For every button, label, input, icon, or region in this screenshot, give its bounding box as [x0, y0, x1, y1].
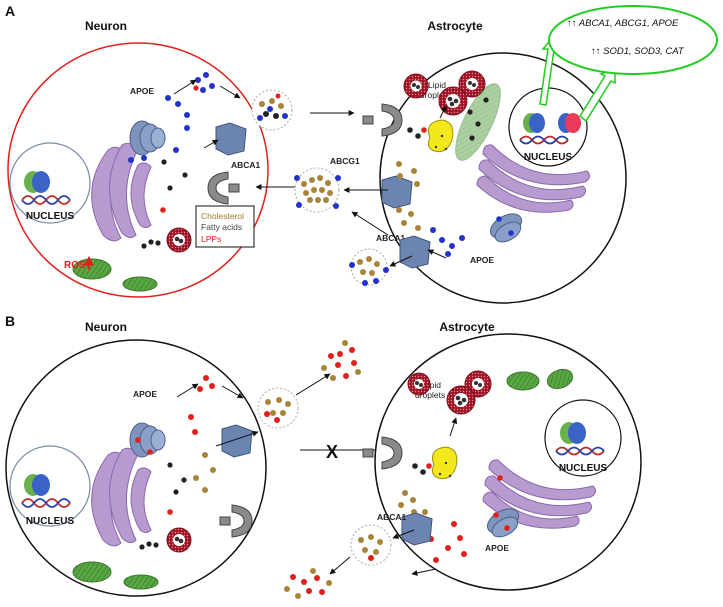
panel-a-gene-expression-box: ↑↑ ABCA1, ABCG1, APOE ↑↑ SOD1, SOD3, CAT	[548, 5, 718, 75]
panel-a-lipid-droplets-label-2: droplets	[420, 90, 450, 100]
panel-b-apoe-arrow	[176, 383, 199, 398]
panel-b-astrocyte-apoe-label: APOE	[485, 543, 509, 553]
panel-b-astrocyte-golgi	[486, 475, 520, 538]
panel-b-neuron-nucleus-label: NUCLEUS	[26, 516, 75, 527]
panel-b-astrocyte-membrane	[374, 333, 642, 591]
panel-b-blocked-mark: X	[326, 442, 338, 462]
panel-a-astrocyte-apoe-arrow	[427, 249, 447, 259]
panel-b-neuron-abca1-transporter	[221, 424, 253, 458]
panel-a-upregulation-arrow-2	[579, 67, 616, 123]
panel-b-astrocyte-lipid-droplets	[407, 370, 492, 415]
panel-a-lipid-droplets-label-1: Lipid	[428, 80, 446, 90]
panel-a-abcg1-lipoprotein-particle	[294, 167, 341, 213]
panel-b-letter: B	[5, 313, 15, 329]
panel-a-astrocyte-title: Astrocyte	[427, 19, 483, 33]
panel-b-astrocyte-abca1-label: ABCA1	[377, 512, 407, 522]
gene-box-line-1: ↑↑ ABCA1, ABCG1, APOE	[567, 18, 679, 29]
panel-a-abca1-efflux-arrow	[389, 255, 413, 267]
panel-a-astrocyte-abca1-label: ABCA1	[376, 233, 406, 243]
panel-a-astrocyte-abca1-transporter	[399, 235, 431, 269]
panel-b-astrocyte-receptor	[362, 436, 403, 470]
panel-b-neuron-golgi	[129, 422, 166, 458]
panel-a-neuron-title: Neuron	[85, 19, 127, 33]
panel-b-astrocyte-lysosome	[431, 446, 458, 480]
panel-a-lipoprotein-particle	[251, 89, 293, 131]
panel-a-astrocyte-nucleus: NUCLEUS	[508, 87, 588, 167]
panel-a-astrocyte-lysosome	[427, 119, 454, 153]
panel-b-neuron-membrane	[5, 339, 267, 597]
panel-b-neuron-particles	[139, 375, 216, 550]
panel-b-lipid-droplets-label-2: droplets	[415, 390, 445, 400]
panel-b-lysosome-to-droplet-arrow	[449, 417, 458, 437]
panel-b-apoe-efflux-arrow	[411, 568, 437, 576]
panel-b-lpp-release-arrow-bottom	[329, 556, 351, 575]
panel-b-astrocyte-abca1-transporter	[401, 512, 433, 546]
panel-a-apoe-arrow	[173, 79, 197, 95]
panel-b-astrocyte-mitochondria	[506, 368, 574, 391]
panel-a-neuron-membrane	[7, 42, 269, 298]
panel-b-neuron-mitochondrion-1	[72, 561, 112, 583]
panel-a-astrocyte-mitochondrion	[455, 83, 501, 161]
panel-a-abca1-to-abcg1-arrow	[351, 211, 389, 236]
panel-a-neuron-lipid-droplet	[166, 227, 192, 253]
panel-a-neuron-apoe-label: APOE	[130, 86, 154, 96]
panel-a-astrocyte-abcg1-transporter	[381, 175, 413, 209]
panel-b-neuron-lipid-droplet	[166, 527, 192, 553]
legend-lpps: LPPs	[201, 234, 221, 244]
panel-a-abcg1-label: ABCG1	[330, 156, 360, 166]
panel-b-released-lipids-bottom	[284, 568, 332, 599]
panel-b-astrocyte-nucleus: NUCLEUS	[544, 399, 622, 477]
panel-a-neuron-nucleus-label: NUCLEUS	[26, 211, 75, 222]
panel-a-neuron-mitochondrion-2	[122, 276, 158, 292]
panel-a-astrocyte-receptor	[362, 103, 403, 137]
panel-a-legend: Cholesterol Fatty acids LPPs	[195, 205, 255, 248]
panel-b-lpp-release-arrow	[295, 373, 331, 396]
gene-box-line-2: ↑↑ SOD1, SOD3, CAT	[591, 46, 685, 57]
panel-b-abca1-lipoprotein-particle	[350, 524, 392, 566]
panel-a-astrocyte-apoe-label: APOE	[470, 255, 494, 265]
panel-b-astrocyte-title: Astrocyte	[439, 320, 495, 334]
panel-a-astrocyte-particles	[396, 127, 465, 257]
panel-b-astrocyte-particles	[398, 463, 467, 563]
panel-b-abca1-efflux-arrow	[215, 430, 259, 447]
panel-a-abca1-efflux-arrow	[203, 139, 219, 149]
panel-a-astrocyte-membrane	[379, 52, 627, 304]
panel-a-neuron-nucleus: NUCLEUS	[9, 142, 91, 224]
panel-b-abca1-efflux-arrow	[392, 529, 415, 539]
panel-a-astrocyte-nucleus-label: NUCLEUS	[524, 152, 573, 163]
panel-a-neuron-abca1-transporter	[215, 122, 247, 156]
panel-a-neuron-abca1-label: ABCA1	[231, 160, 261, 170]
panel-a-neuron-golgi	[129, 120, 166, 156]
panel-b-released-lipids-top	[321, 340, 361, 381]
panel-b-neuron-receptor	[219, 504, 253, 538]
panel-b-neuron-er	[91, 447, 152, 547]
panel-a-neuron-particles	[128, 72, 215, 249]
panel-b-lipoprotein-particle	[257, 387, 299, 429]
panel-a-ros-label: ROS	[64, 260, 86, 271]
panel-a-abca1-lipoprotein-particle	[349, 248, 389, 286]
legend-fatty-acids: Fatty acids	[201, 222, 242, 232]
panel-a-astrocyte-golgi	[489, 213, 523, 243]
panel-b-astrocyte-nucleus-label: NUCLEUS	[559, 463, 608, 474]
legend-cholesterol: Cholesterol	[201, 211, 244, 221]
panel-b-lipid-droplets-label-1: Lipid	[423, 380, 441, 390]
panel-a-to-lpp-arrow	[219, 85, 241, 99]
panel-b-neuron-apoe-label: APOE	[133, 389, 157, 399]
panel-a-lysosome-to-droplet-arrow	[439, 105, 447, 119]
panel-a-neuron-receptor	[207, 171, 240, 205]
panel-a-astrocyte-er	[476, 144, 591, 213]
panel-b-neuron-title: Neuron	[85, 320, 127, 334]
panel-b-astrocyte-er	[482, 459, 597, 529]
panel-b-to-lpp-arrow	[221, 385, 244, 399]
panel-b-neuron-mitochondrion-2	[123, 574, 159, 590]
panel-b-neuron-nucleus: NUCLEUS	[9, 445, 91, 527]
panel-a-letter: A	[5, 3, 15, 19]
